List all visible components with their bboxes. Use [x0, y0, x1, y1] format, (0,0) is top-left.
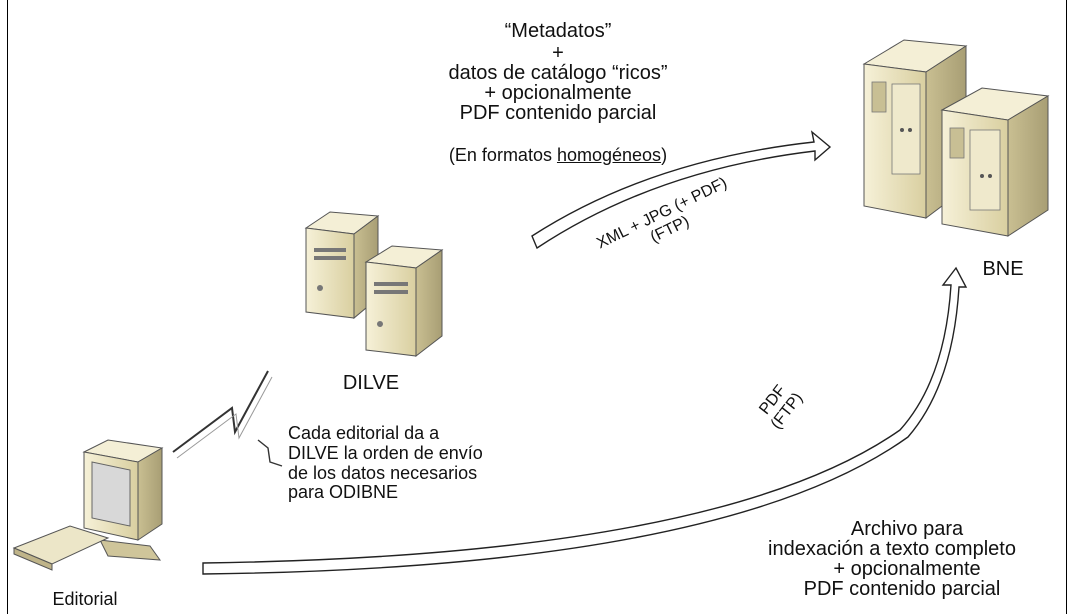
arrow-dilve-to-bne [531, 130, 832, 250]
lightning-link [172, 370, 269, 453]
formats-underlined: homogéneos [556, 145, 662, 165]
formats-suffix: ) [661, 145, 668, 165]
top-annotation-line4: + opcionalmente [484, 82, 632, 104]
editorial-note-line4: para ODIBNE [288, 482, 399, 503]
bottom-annotation-line1: Archivo para [850, 518, 964, 540]
frame-right-border [1066, 0, 1067, 614]
editorial-computer-icon [12, 439, 164, 571]
editorial-note: Cada editorial da a DILVE la orden de en… [288, 423, 483, 503]
formats-note: (En formatos homogéneos) [388, 145, 728, 166]
bne-label: BNE [982, 258, 1024, 280]
formats-prefix: (En formatos [448, 145, 557, 165]
top-annotation-line5: PDF contenido parcial [459, 102, 657, 124]
bne-server-icon [862, 39, 1050, 237]
editorial-note-line1: Cada editorial da a [288, 423, 440, 443]
dilve-server-icon [304, 211, 444, 358]
bottom-annotation-line4: PDF contenido parcial [803, 578, 1001, 600]
top-annotation-line2: + [552, 42, 564, 64]
editorial-note-line3: de los datos necesarios [288, 462, 478, 483]
top-annotation-line3: datos de catálogo “ricos” [448, 62, 668, 84]
note-pointer [257, 439, 283, 467]
bottom-annotation-line3: + opcionalmente [833, 558, 981, 580]
bottom-annotation-line2: indexación a texto completo [768, 538, 1016, 560]
editorial-label: Editorial [52, 589, 118, 609]
top-annotation-line1: “Metadatos” [504, 20, 612, 42]
frame-left-border [7, 0, 8, 614]
lightning-link-shadow [176, 376, 273, 459]
dilve-label: DILVE [342, 372, 400, 394]
editorial-note-line2: DILVE la orden de envío [288, 442, 483, 463]
arrow-editorial-to-bne [202, 266, 968, 575]
